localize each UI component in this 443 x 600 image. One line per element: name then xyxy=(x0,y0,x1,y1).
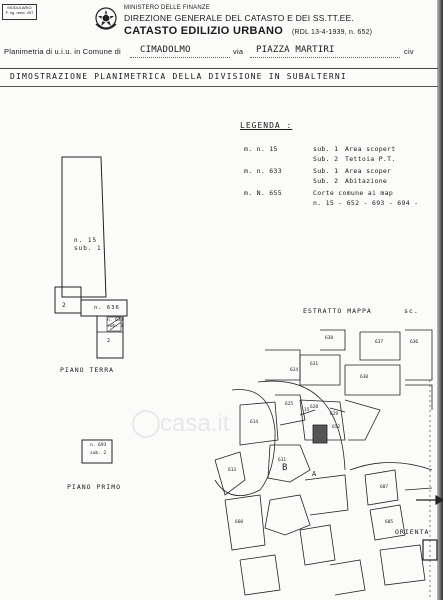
legend-row-mn: m. N. 655 xyxy=(244,189,282,197)
map-num-607: 607 xyxy=(380,485,389,490)
modulario-line2: F. rig. rend. 497 xyxy=(5,10,34,15)
legend-row-sub: Sub. 1 xyxy=(313,167,339,175)
comune-value: CIMADOLMO xyxy=(140,45,191,55)
legend-row-desc: Area scopert xyxy=(345,145,396,153)
legend-row-sub: sub. 1 xyxy=(313,145,339,153)
comune-underline xyxy=(130,57,230,58)
legend-row-desc: Abitazione xyxy=(345,177,388,185)
civ-prefix: civ xyxy=(404,47,414,56)
scan-edge xyxy=(437,0,443,600)
map-num-15: 15 xyxy=(304,408,310,413)
legend-row-mn: m. n. 633 xyxy=(244,167,282,175)
document-title: DIMOSTRAZIONE PLANIMETRICA DELLA DIVISIO… xyxy=(10,72,347,81)
map-num-652: 652 xyxy=(332,425,341,430)
legend-row-desc: n. 15 - 652 - 693 - 694 - xyxy=(313,199,419,207)
n633-sub2-label: 2 xyxy=(107,338,111,344)
map-num-631: 631 xyxy=(310,362,319,367)
map-num-624: 624 xyxy=(290,368,299,373)
legend-heading: LEGENDA : xyxy=(240,121,293,130)
sub2-label: 2 xyxy=(62,302,67,309)
map-num-630: 630 xyxy=(360,375,369,380)
map-num-637: 637 xyxy=(375,340,384,345)
lot-sub: sub. 1 xyxy=(74,245,102,252)
map-num-605: 605 xyxy=(385,520,394,525)
legend-row-desc: Corte comune ai map xyxy=(313,189,394,197)
catasto-title: CATASTO EDILIZIO URBANO xyxy=(124,25,284,37)
sub1-small-label: sub. 1 xyxy=(107,324,124,329)
legend-row-desc: Tettoia P.T. xyxy=(345,155,396,163)
header-box xyxy=(0,0,438,69)
map-num-660: 660 xyxy=(235,520,244,525)
orienta-label: ORIENTA xyxy=(395,528,430,536)
lot-label: n. 15 xyxy=(74,237,98,244)
watermark: casa.it xyxy=(160,410,230,437)
n636-label: n. 636 xyxy=(94,305,120,311)
via-prefix: via xyxy=(233,47,244,56)
map-num-614: 614 xyxy=(250,420,259,425)
legend-row-sub: Sub. 2 xyxy=(313,177,339,185)
pp-box-line2: sub. 2 xyxy=(90,451,107,456)
map-num-629: 629 xyxy=(330,412,339,417)
modulario-box: MODULARIO F. rig. rend. 497 xyxy=(2,4,37,20)
piano-primo-label: PIANO PRIMO xyxy=(67,483,122,491)
modulario-line1: MODULARIO xyxy=(7,5,32,10)
title-bar xyxy=(0,68,438,87)
piano-terra-label: PIANO TERRA xyxy=(60,366,115,374)
direzione-text: DIREZIONE GENERALE DEL CATASTO E DEI SS.… xyxy=(124,13,354,23)
n633-label: n. 633 xyxy=(107,318,124,323)
pp-box-line1: n. 693 xyxy=(90,443,107,448)
map-letter-b: B xyxy=(282,463,289,473)
map-letter-a: A xyxy=(312,470,318,478)
estratto-scale: sc. xyxy=(404,307,419,315)
watermark-logo-icon xyxy=(132,410,160,438)
map-num-636: 636 xyxy=(410,340,419,345)
map-num-628: 628 xyxy=(310,405,319,410)
map-num-611: 611 xyxy=(278,458,287,463)
estratto-title: ESTRATTO MAPPA xyxy=(303,307,372,315)
ministry-text: MINISTERO DELLE FINANZE xyxy=(124,5,210,11)
planimetria-prefix: Planimetria di u.i.u. in Comune di xyxy=(4,47,121,56)
legend-row-desc: Area scoper xyxy=(345,167,392,175)
map-num-613: 613 xyxy=(228,468,237,473)
rdl-text: (RDL 13-4-1939, n. 652) xyxy=(292,29,373,36)
map-num-625: 625 xyxy=(285,402,294,407)
legend-row-sub: Sub. 2 xyxy=(313,155,339,163)
via-value: PIAZZA MARTIRI xyxy=(256,45,335,55)
via-underline xyxy=(250,57,400,58)
legend-row-mn: m. n. 15 xyxy=(244,145,278,153)
map-num-638: 638 xyxy=(325,336,334,341)
republic-emblem-icon xyxy=(95,7,117,30)
